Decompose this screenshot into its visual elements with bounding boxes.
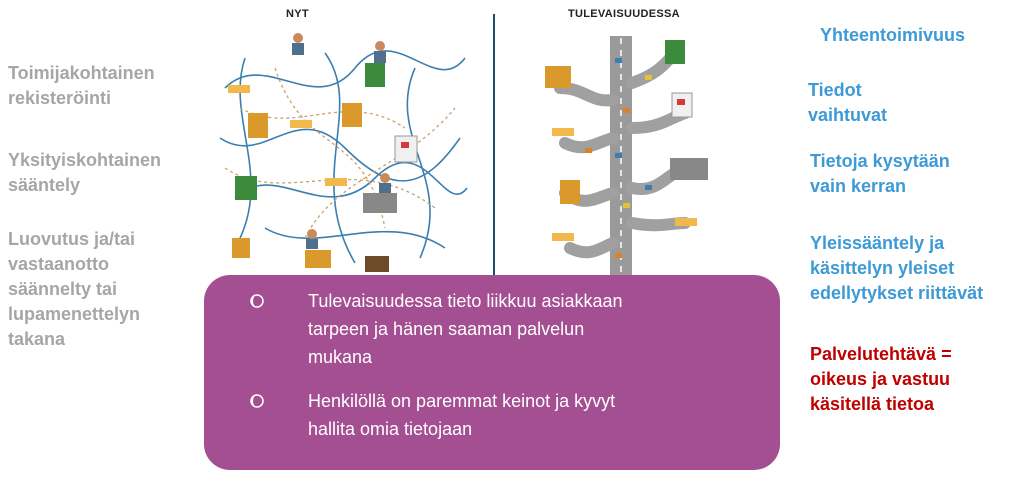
left-item-registration: Toimijakohtainen rekisteröinti <box>8 63 155 108</box>
left-item-regulation: Yksityiskohtainen sääntely <box>8 150 162 195</box>
future-data-highway-illustration <box>545 36 708 276</box>
diagram-divider <box>493 14 495 276</box>
right-item-once-only: Tietoja kysytään vain kerran <box>810 151 950 196</box>
callout-bullet-2-text: Henkilöllä on paremmat keinot ja kyvyt h… <box>308 391 616 439</box>
crescent-bullet-icon <box>250 394 264 408</box>
future-summary-callout: Tulevaisuudessa tieto liikkuu asiakkaan … <box>204 275 780 470</box>
now-tangled-network-illustration <box>219 33 468 272</box>
now-title: NYT <box>286 8 309 20</box>
right-item-interoperability: Yhteentoimivuus <box>820 25 966 45</box>
right-item-general-regulation: Yleissääntely ja käsittelyn yleiset edel… <box>810 233 984 303</box>
future-title: TULEVAISUUDESSA <box>568 8 680 20</box>
left-item-disclosure: Luovutus ja/tai vastaanotto säännelty ta… <box>8 229 141 349</box>
callout-bullet-1-text: Tulevaisuudessa tieto liikkuu asiakkaan … <box>308 291 623 367</box>
crescent-bullet-icon <box>250 294 264 308</box>
right-item-service-duty: Palvelutehtävä = oikeus ja vastuu käsite… <box>810 344 952 414</box>
right-item-data-exchange: Tiedot vaihtuvat <box>808 80 888 125</box>
